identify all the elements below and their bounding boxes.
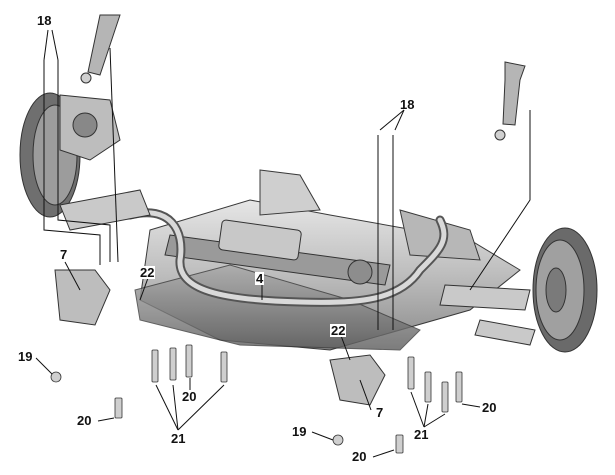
callout-7-left: 7 xyxy=(60,247,68,262)
callout-4: 4 xyxy=(255,271,265,286)
brake-disc-right xyxy=(532,227,598,353)
bracket-right xyxy=(329,354,386,406)
callout-18-right: 18 xyxy=(400,97,415,112)
control-arms xyxy=(59,189,536,346)
callout-21-right: 21 xyxy=(414,427,429,442)
steering-rack xyxy=(164,219,391,286)
bracket-left xyxy=(54,269,111,326)
callout-22-right: 22 xyxy=(330,323,347,338)
callout-20-d: 20 xyxy=(482,400,497,415)
callout-20-c: 20 xyxy=(352,449,367,464)
stabilizer-link-left xyxy=(80,14,121,84)
callout-7-right: 7 xyxy=(376,405,384,420)
stabilizer-link-right xyxy=(494,61,526,141)
callout-21-left: 21 xyxy=(171,431,186,446)
callout-19-left: 19 xyxy=(18,349,33,364)
bolts xyxy=(50,344,463,454)
callout-19-right: 19 xyxy=(292,424,307,439)
callout-20-a: 20 xyxy=(77,413,92,428)
callout-20-b: 20 xyxy=(182,389,197,404)
callout-22-left: 22 xyxy=(139,265,156,280)
leader-lines xyxy=(35,29,531,458)
callout-18-left: 18 xyxy=(37,13,52,28)
